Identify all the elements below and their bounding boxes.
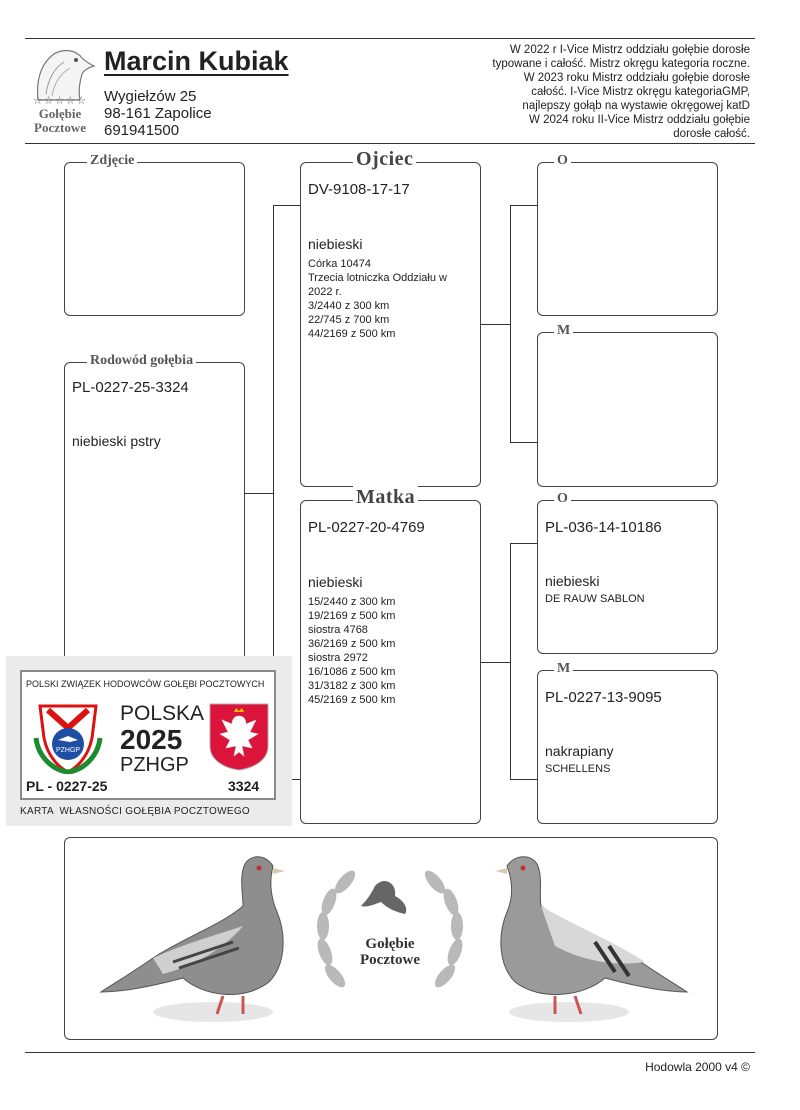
achievement-line: W 2024 roku II-Vice Mistrz oddziału gołę… xyxy=(529,114,750,126)
father-mother-legend: M xyxy=(554,323,574,339)
father-connector-stub xyxy=(481,324,510,325)
pigeon-left-image xyxy=(99,856,285,1022)
breeder-address-line2: 98-161 Zapolice xyxy=(104,105,212,122)
father-mother-box: M xyxy=(537,323,718,487)
achievement-line: całość. I-Vice Mistrz okręgu kategoriaGM… xyxy=(531,86,750,98)
mother-mother-color: nakrapiany xyxy=(545,743,614,759)
ownership-card-ring-number: 3324 xyxy=(228,778,260,794)
breeder-name: Marcin Kubiak xyxy=(104,46,289,76)
pigeon-ring-number: PL-0227-25-3324 xyxy=(72,379,189,396)
father-father-box: O xyxy=(537,153,718,316)
achievement-line: typowane i całość. Mistrz okręgu kategor… xyxy=(492,58,750,70)
ownership-card-year: 2025 xyxy=(120,724,183,755)
banner-logo-text2: Pocztowe xyxy=(360,952,420,968)
mother-father-legend: O xyxy=(554,491,571,507)
breeder-phone: 691941500 xyxy=(104,122,180,139)
mother-connector-stub xyxy=(481,662,510,663)
ownership-card-org-name: POLSKI ZWIĄZEK HODOWCÓW GOŁĘBI POCZTOWYC… xyxy=(26,679,265,689)
father-box: Ojciec DV-9108-17-17 niebieski Córka 104… xyxy=(300,148,481,487)
father-color: niebieski xyxy=(308,236,363,252)
mother-color: niebieski xyxy=(308,574,363,590)
mother-mother-notes: SCHELLENS xyxy=(545,763,611,775)
header-logo: ☆☆☆☆☆ Gołębie Pocztowe xyxy=(24,46,96,136)
achievement-line: najlepszy gołąb na wystawie okręgowej ka… xyxy=(522,100,750,112)
pigeon-head-icon xyxy=(36,49,96,101)
pzhgp-emblem-icon: PZHGP xyxy=(33,704,103,774)
mother-mother-legend: M xyxy=(554,661,574,677)
ownership-card: POLSKI ZWIĄZEK HODOWCÓW GOŁĘBI POCZTOWYC… xyxy=(6,656,292,826)
header-bottom-rule xyxy=(25,143,755,144)
header-top-rule xyxy=(25,38,755,39)
achievement-line: W 2023 roku Mistrz oddziału gołębie doro… xyxy=(523,72,750,84)
father-ring-number: DV-9108-17-17 xyxy=(308,181,410,198)
pigeon-connector-stub xyxy=(245,493,273,494)
father-legend: Ojciec xyxy=(353,148,417,171)
photo-box: Zdjęcie xyxy=(64,153,245,316)
achievement-line: W 2022 r I-Vice Mistrz oddziału gołębie … xyxy=(509,44,750,56)
breeder-address-line1: Wygiełzów 25 xyxy=(104,88,197,105)
mother-notes: 15/2440 z 300 km 19/2169 z 500 km siostr… xyxy=(308,596,396,706)
mother-ring-number: PL-0227-20-4769 xyxy=(308,519,425,536)
mother-mother-box: M PL-0227-13-9095 nakrapiany SCHELLENS xyxy=(537,661,718,824)
ownership-card-inner: POLSKI ZWIĄZEK HODOWCÓW GOŁĘBI POCZTOWYC… xyxy=(20,670,276,800)
ownership-card-org-abbr: PZHGP xyxy=(120,754,189,776)
mother-father-color: niebieski xyxy=(545,573,600,589)
emblem-text: PZHGP xyxy=(56,747,80,754)
photo-legend: Zdjęcie xyxy=(87,153,138,169)
achievement-line: dorosłe całość. xyxy=(673,128,750,140)
polish-eagle-emblem-icon xyxy=(209,703,269,771)
mother-father-notes: DE RAUW SABLON xyxy=(545,593,645,605)
logo-stars: ☆☆☆☆☆ xyxy=(32,95,88,107)
ownership-card-ring-prefix: PL - 0227-25 xyxy=(26,778,108,794)
father-father-legend: O xyxy=(554,153,571,169)
banner-box: Gołębie Pocztowe xyxy=(64,837,718,1040)
mother-mother-ring-number: PL-0227-13-9095 xyxy=(545,689,662,706)
footer-rule xyxy=(25,1052,755,1053)
laurel-wreath-logo xyxy=(317,870,463,988)
logo-text-line2: Pocztowe xyxy=(34,120,86,135)
pigeon-right-image xyxy=(495,856,689,1022)
ownership-card-caption: KARTA WŁASNOŚCI GOŁĘBIA POCZTOWEGO xyxy=(20,806,250,817)
banner-logo-text1: Gołębie xyxy=(365,936,415,952)
logo-text-line1: Gołębie xyxy=(38,106,82,121)
ownership-card-country: POLSKA xyxy=(120,702,205,725)
pigeon-box: Rodowód gołębia PL-0227-25-3324 niebiesk… xyxy=(64,353,245,662)
mother-box: Matka PL-0227-20-4769 niebieski 15/2440 … xyxy=(300,486,481,824)
father-notes: Córka 10474 Trzecia lotniczka Oddziału w… xyxy=(308,258,447,340)
pigeon-legend: Rodowód gołębia xyxy=(87,353,197,369)
mother-to-grandparents-bracket xyxy=(510,543,537,780)
mother-father-ring-number: PL-036-14-10186 xyxy=(545,519,662,536)
mother-legend: Matka xyxy=(353,486,419,509)
footer-credit: Hodowla 2000 v4 © xyxy=(645,1060,750,1074)
mother-father-box: O PL-036-14-10186 niebieski DE RAUW SABL… xyxy=(537,491,718,654)
pigeon-color: niebieski pstry xyxy=(72,433,161,449)
father-to-grandparents-bracket xyxy=(510,205,537,443)
achievements-text: W 2022 r I-Vice Mistrz oddziału gołębie … xyxy=(420,43,750,141)
